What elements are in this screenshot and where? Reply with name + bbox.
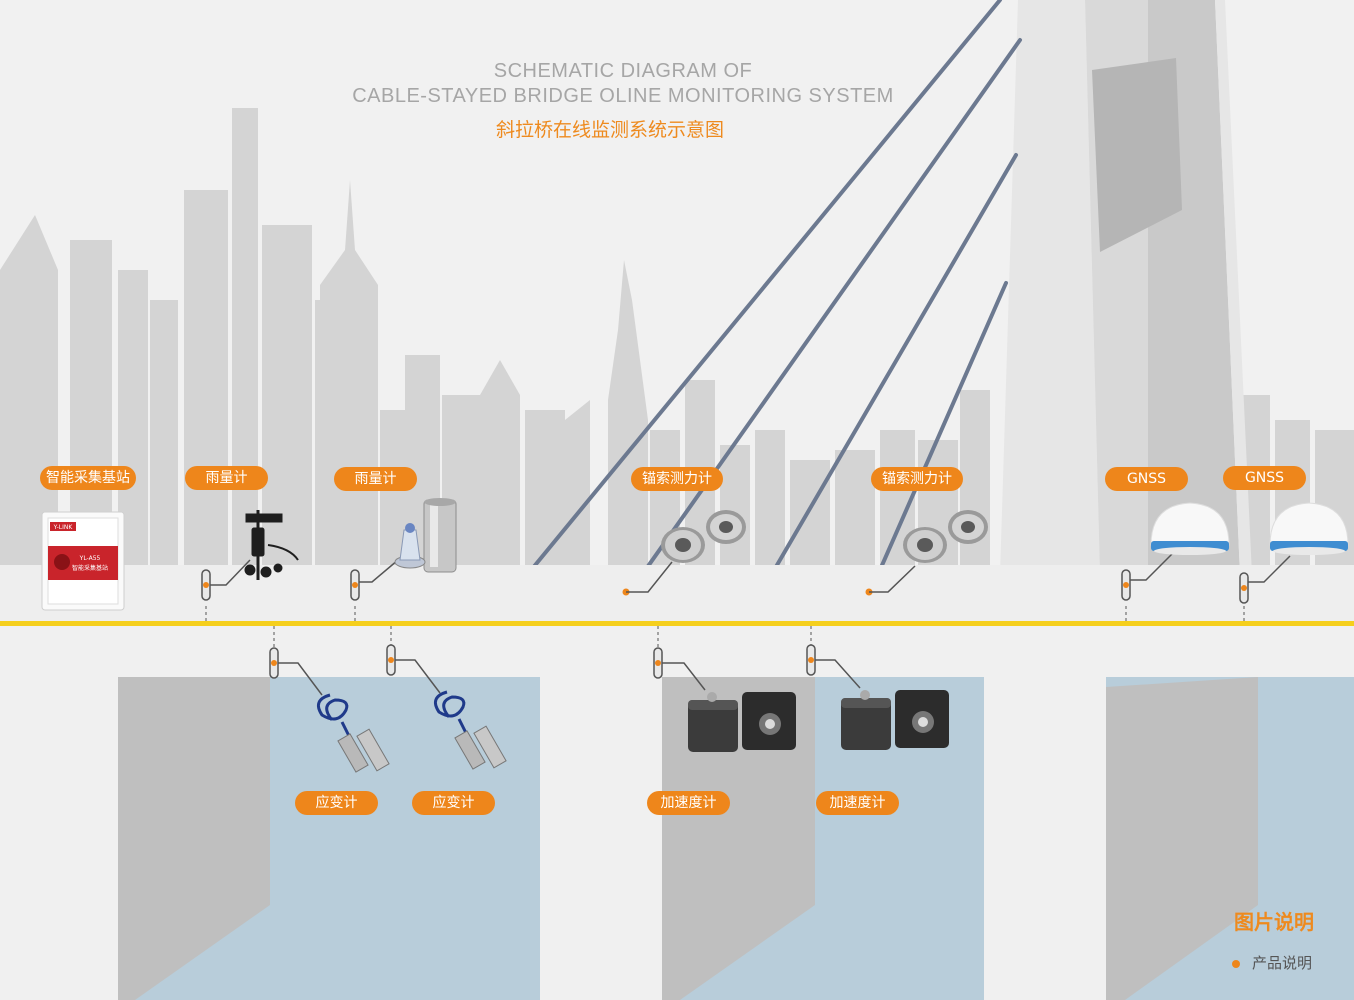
label-accelerometer-1: 加速度计	[647, 791, 730, 815]
station-model: YL-A55	[79, 555, 101, 562]
label-gnss-1: GNSS	[1105, 467, 1188, 491]
load-cell-icon	[903, 510, 988, 563]
strain-gauge-icon	[433, 690, 507, 770]
dashed-connectors	[205, 606, 1245, 648]
station-brand: Y-LINK	[53, 524, 74, 531]
label-rain-gauge-1: 雨量计	[185, 466, 268, 490]
label-strain-gauge-2: 应变计	[412, 791, 495, 815]
accelerometer-icon	[841, 690, 949, 750]
leader-lines	[210, 553, 1291, 696]
stay-cables	[488, 0, 1022, 622]
legend-title: 图片说明	[1234, 910, 1314, 934]
station-name: 智能采集基站	[72, 564, 108, 572]
label-rain-gauge-2: 雨量计	[334, 467, 417, 491]
bridge-tower	[1000, 0, 1252, 575]
label-anchor-load-cell-1: 锚索测力计	[631, 467, 723, 491]
bullet-dot-icon	[1232, 959, 1240, 968]
legend-item-label: 产品说明	[1252, 954, 1313, 972]
wind-vane-icon	[244, 510, 299, 580]
legend-item[interactable]: 产品说明	[1232, 952, 1312, 973]
strain-gauge-icon	[316, 693, 390, 773]
label-accelerometer-2: 加速度计	[816, 791, 899, 815]
load-cell-icon	[661, 510, 746, 563]
label-station: 智能采集基站	[40, 466, 136, 490]
gnss-antenna-icon	[1150, 502, 1230, 555]
station-device: Y-LINK YL-A55 智能采集基站	[41, 511, 125, 611]
label-strain-gauge-1: 应变计	[295, 791, 378, 815]
title-chinese: 斜拉桥在线监测系统示意图	[495, 119, 724, 141]
accelerometer-icon	[688, 692, 796, 752]
label-anchor-load-cell-2: 锚索测力计	[871, 467, 963, 491]
deck-yellow-line	[0, 621, 1354, 626]
label-gnss-2: GNSS	[1223, 466, 1306, 490]
gnss-antenna-icon	[1269, 502, 1349, 555]
title-english-line2: CABLE-STAYED BRIDGE OLINE MONITORING SYS…	[352, 85, 894, 107]
rain-gauge-icon	[394, 498, 457, 573]
bridge-piers	[118, 677, 1258, 1000]
title-english-line1: SCHEMATIC DIAGRAM OF	[493, 60, 753, 82]
